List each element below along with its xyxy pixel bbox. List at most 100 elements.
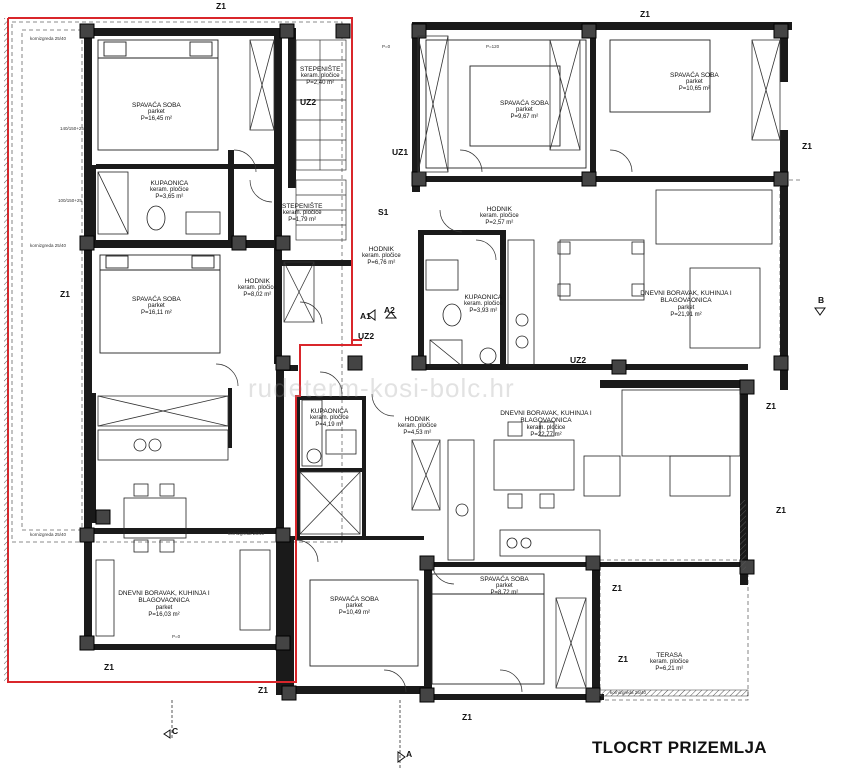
room-area: P=8,02 m²: [243, 292, 272, 299]
bathroom-fixtures: [97, 171, 497, 467]
room-floor: keram. pločice: [310, 415, 349, 422]
room-floor: keram. pločice: [362, 253, 401, 260]
z1-tag: Z1: [802, 141, 812, 151]
room-name: SPAVAĆA SOBA: [670, 72, 719, 79]
room-floor: parket: [496, 583, 513, 590]
room-label: SPAVAĆA SOBA parket P=9,67 m²: [500, 100, 549, 121]
uz1-tag: UZ1: [392, 147, 409, 157]
room-name: DNEVNI BORAVAK, KUHINJA I BLAGOVAONICA: [118, 590, 210, 605]
room-floor: parket: [516, 107, 533, 114]
dimension-note: 140/150+25: [60, 126, 84, 131]
room-area: P=10,49 m²: [338, 610, 370, 617]
columns: [79, 23, 789, 703]
room-label: SPAVAĆA SOBA parket P=16,45 m²: [132, 102, 181, 123]
room-label: DNEVNI BORAVAK, KUHINJA I BLAGOVAONICA k…: [500, 410, 592, 439]
room-name: STEPENIŠTE: [282, 203, 323, 210]
watermark-text: rudeterm-kosi-bolc.hr: [248, 373, 515, 403]
z1-tag: Z1: [216, 1, 226, 11]
a2-tag: A2: [384, 305, 395, 315]
z1-tag: Z1: [612, 583, 622, 593]
room-area: P=2,57 m²: [485, 220, 514, 227]
section-a-tag: A: [406, 749, 413, 759]
room-label: KUPAONICA keram. pločice P=3,65 m²: [150, 180, 189, 201]
room-area: P=16,11 m²: [141, 310, 172, 317]
highlighted-unit-outline: [7, 17, 362, 683]
level-note: P=120: [486, 44, 500, 49]
room-name: SPAVAĆA SOBA: [330, 596, 379, 603]
room-area: P=22,77 m²: [530, 431, 562, 438]
room-floor: keram. pločice: [480, 213, 519, 220]
room-name: HODNIK: [244, 278, 270, 285]
room-area: P=4,19 m²: [315, 422, 344, 429]
room-name: SPAVAĆA SOBA: [480, 576, 529, 583]
room-floor: parket: [148, 303, 165, 310]
room-label: DNEVNI BORAVAK, KUHINJA I BLAGOVAONICA p…: [640, 290, 732, 319]
z1-tag: Z1: [618, 654, 628, 664]
a1-tag: A1: [360, 311, 371, 321]
room-label: TERASA keram. pločice P=6,21 m²: [650, 652, 689, 673]
beam-note: kornizgreda 25/40: [228, 531, 265, 536]
room-area: P=16,45 m²: [140, 116, 172, 123]
room-name: KUPAONICA: [310, 408, 349, 415]
level-note: P=0: [382, 44, 391, 49]
room-label: STEPENIŠTE keram. pločice P=2,40 m²: [300, 66, 340, 87]
room-name: SPAVAĆA SOBA: [132, 102, 181, 109]
room-floor: keram. pločice: [526, 424, 566, 431]
z1-tag: Z1: [462, 712, 472, 722]
room-area: P=9,67 m²: [510, 114, 539, 121]
beam-note: kornizgreda 25/40: [30, 36, 67, 41]
room-name: KUPAONICA: [150, 180, 189, 187]
room-area: P=6,76 m²: [367, 260, 396, 267]
terrace-parapet: [599, 689, 749, 697]
room-label: KUPAONICA keram. pločice P=3,93 m²: [464, 294, 503, 315]
room-floor: keram. pločice: [282, 210, 322, 217]
room-label: DNEVNI BORAVAK, KUHINJA I BLAGOVAONICA p…: [118, 590, 210, 619]
room-label: SPAVAĆA SOBA parket P=10,49 m²: [330, 596, 379, 617]
room-area: P=3,65 m²: [155, 194, 184, 201]
room-name: SPAVAĆA SOBA: [132, 296, 181, 303]
stairs: [295, 39, 347, 241]
z1-tag: Z1: [60, 289, 70, 299]
room-area: P=1,79 m²: [288, 217, 317, 224]
room-label: SPAVAĆA SOBA parket P=10,65 m²: [670, 72, 719, 93]
room-floor: keram. pločice: [150, 187, 189, 194]
section-c-tag: C: [172, 726, 179, 736]
z1-tag: Z1: [640, 9, 650, 19]
room-name: SPAVAĆA SOBA: [500, 100, 549, 107]
room-floor: parket: [155, 604, 173, 611]
room-name: DNEVNI BORAVAK, KUHINJA I BLAGOVAONICA: [640, 290, 732, 305]
room-name: DNEVNI BORAVAK, KUHINJA I BLAGOVAONICA: [500, 410, 592, 425]
room-label: HODNIK keram. pločice P=2,57 m²: [480, 206, 519, 227]
room-area: P=16,03 m²: [148, 611, 180, 618]
room-label: HODNIK keram. pločice P=8,02 m²: [238, 278, 277, 299]
z1-tag: Z1: [258, 685, 268, 695]
uz2-tag: UZ2: [358, 331, 375, 341]
room-floor: keram. pločice: [238, 285, 277, 292]
beam-note: kornizgreda 25/40: [30, 243, 67, 248]
drawing-title: TLOCRT PRIZEMLJA: [592, 738, 767, 757]
room-area: P=4,53 m²: [403, 430, 432, 437]
room-label: SPAVAĆA SOBA parket P=8,72 m²: [480, 576, 529, 597]
room-name: HODNIK: [368, 246, 394, 253]
room-floor: keram. pločice: [398, 423, 437, 430]
room-label: STEPENIŠTE keram. pločice P=1,79 m²: [282, 203, 322, 224]
room-floor: keram. pločice: [300, 73, 340, 80]
z1-tag: Z1: [766, 401, 776, 411]
room-area: P=21,91 m²: [670, 311, 702, 318]
s1-tag: S1: [378, 207, 389, 217]
room-floor: keram. pločice: [464, 301, 503, 308]
beam-note: kornizgreda 25/40: [30, 532, 67, 537]
room-area: P=2,40 m²: [306, 80, 335, 87]
room-area: P=3,93 m²: [469, 308, 498, 315]
wardrobes: [97, 35, 781, 689]
level-note: P=0: [172, 634, 181, 639]
z1-tag: Z1: [104, 662, 114, 672]
room-name: HODNIK: [486, 206, 512, 213]
beam-note: kornizgreda 25/40: [610, 690, 647, 695]
uz2-tag: UZ2: [570, 355, 587, 365]
room-label: SPAVAĆA SOBA parket P=16,11 m²: [132, 296, 181, 317]
room-area: P=6,21 m²: [655, 666, 684, 673]
section-b-tag: B: [818, 295, 825, 305]
room-area: P=8,72 m²: [490, 590, 519, 597]
